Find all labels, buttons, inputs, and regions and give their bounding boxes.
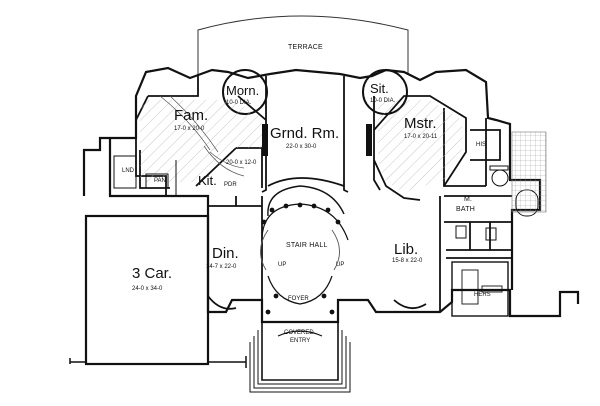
dining-dim: 14-7 x 22-0 xyxy=(206,264,237,270)
stair-hall-label: STAIR HALL xyxy=(286,242,328,249)
sitting-dim: 10-0 DIA. xyxy=(370,98,396,104)
terrace-label: TERRACE xyxy=(288,44,323,51)
paving-grid xyxy=(511,131,547,213)
family-label: Fam. xyxy=(174,107,209,124)
grand-room-label: Grnd. Rm. xyxy=(270,125,340,142)
foyer-label: FOYER xyxy=(288,296,309,302)
master-bath-label-2: BATH xyxy=(456,206,475,213)
up-left-label: UP xyxy=(278,262,287,268)
kitchen-dim: 20-0 x 12-0 xyxy=(226,160,257,166)
master-label: Mstr. xyxy=(404,115,437,132)
hers-closet xyxy=(451,261,509,317)
interior-walls xyxy=(135,74,512,312)
garage-walls xyxy=(69,214,247,368)
garage-dim: 24-0 x 34-0 xyxy=(132,286,163,292)
library-dim: 15-8 x 22-0 xyxy=(392,258,423,264)
garage-label: 3 Car. xyxy=(132,265,173,282)
columns xyxy=(261,202,341,315)
fireplace-grand-left xyxy=(262,124,268,156)
pantry-label: PAN xyxy=(154,178,166,184)
morning-label: Morn. xyxy=(226,83,260,98)
hers-label: HERS xyxy=(474,292,491,298)
master-floor-hatch xyxy=(378,100,462,192)
terrace-outline xyxy=(197,15,409,74)
covered-entry-steps xyxy=(249,322,351,393)
library-bay xyxy=(393,299,427,310)
family-floor-hatch xyxy=(140,100,262,182)
fireplace-grand-right xyxy=(366,124,372,156)
family-stair xyxy=(159,95,245,177)
covered-entry-label-2: ENTRY xyxy=(290,338,311,344)
up-right-label: UP xyxy=(336,262,345,268)
dining-label: Din. xyxy=(212,245,239,262)
master-dim: 17-0 x 20-11 xyxy=(404,134,438,140)
kitchen-label: Kit. xyxy=(198,173,217,188)
family-dim: 17-0 x 20-0 xyxy=(174,126,205,132)
pantry-laundry xyxy=(113,155,177,196)
dining-bay xyxy=(207,295,237,310)
sitting-label: Sit. xyxy=(370,81,389,96)
powder-label: PDR xyxy=(224,182,237,188)
laundry-label: LND xyxy=(122,168,135,174)
grand-room-dim: 22-0 x 30-0 xyxy=(286,144,317,150)
his-label: HIS xyxy=(476,142,487,148)
morning-dim: 10-0 DIA. xyxy=(226,100,252,106)
covered-entry-label-1: COVERED xyxy=(284,330,314,336)
library-label: Lib. xyxy=(394,241,419,258)
master-bath-label-1: M. xyxy=(464,196,473,203)
